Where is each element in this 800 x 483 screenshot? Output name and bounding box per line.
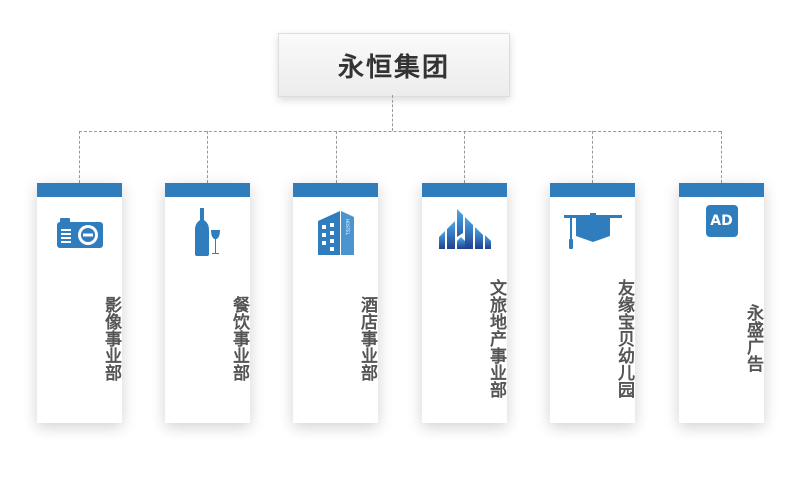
department-card-kindergarten: 友缘宝贝幼儿园 xyxy=(550,183,635,423)
ad-icon-text: AD xyxy=(705,205,738,237)
connector-line xyxy=(336,131,337,183)
graduation-cap-icon xyxy=(550,208,635,256)
card-header-bar xyxy=(165,183,250,197)
department-card-catering: 餐饮事业部 xyxy=(165,183,250,423)
connector-line xyxy=(392,95,393,131)
department-card-imaging: 影像事业部 xyxy=(37,183,122,423)
department-label: 文旅地产事业部 xyxy=(486,278,506,398)
hotel-sign-text: HOSTEL xyxy=(345,219,350,236)
department-label: 餐饮事业部 xyxy=(229,295,249,381)
wine-icon xyxy=(165,208,250,256)
card-header-bar xyxy=(679,183,764,197)
card-header-bar xyxy=(550,183,635,197)
card-header-bar xyxy=(37,183,122,197)
connector-line xyxy=(592,131,593,183)
ad-icon: AD xyxy=(679,197,764,245)
connector-line xyxy=(721,131,722,183)
department-label: 友缘宝贝幼儿园 xyxy=(614,278,634,398)
department-card-cultural-tourism-realestate: 文旅地产事业部 xyxy=(422,183,507,423)
card-header-bar xyxy=(422,183,507,197)
hotel-building-icon: HOSTEL xyxy=(293,208,378,256)
connector-line xyxy=(79,131,721,132)
card-header-bar xyxy=(293,183,378,197)
department-label: 永盛广告 xyxy=(743,304,763,372)
city-buildings-icon xyxy=(422,208,507,256)
department-card-advertising: AD 永盛广告 xyxy=(679,183,764,423)
root-node-title: 永恒集团 xyxy=(278,33,510,97)
department-card-hotel: HOSTEL 酒店事业部 xyxy=(293,183,378,423)
connector-line xyxy=(79,131,80,183)
connector-line xyxy=(464,131,465,183)
department-label: 酒店事业部 xyxy=(357,295,377,381)
camera-icon xyxy=(37,208,122,256)
connector-line xyxy=(207,131,208,183)
department-label: 影像事业部 xyxy=(101,295,121,381)
